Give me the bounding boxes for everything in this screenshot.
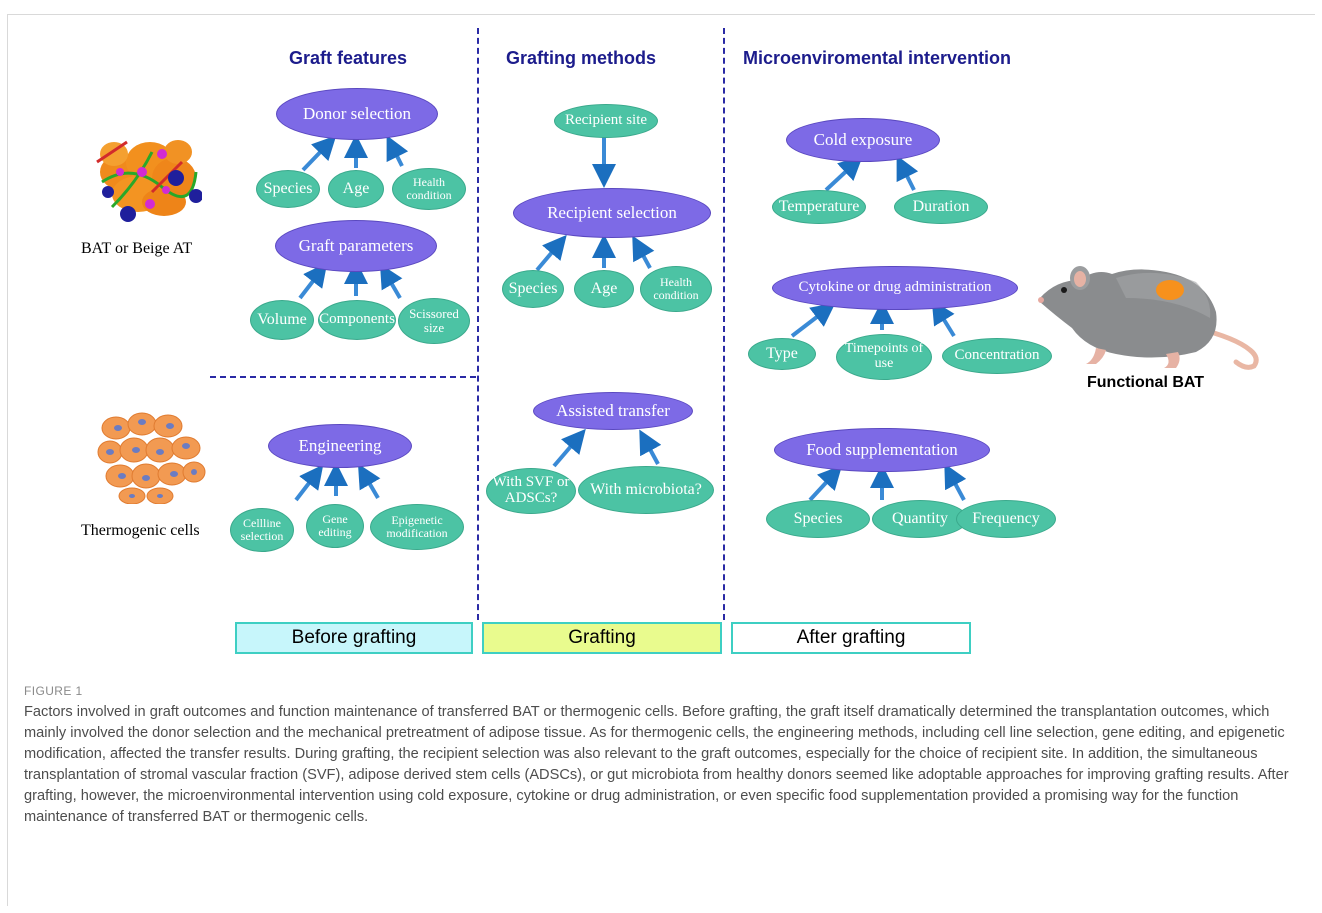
node-quantity: Quantity <box>872 500 968 538</box>
node-duration: Duration <box>894 190 988 224</box>
node-cellline-selection: Cellline selection <box>230 508 294 552</box>
node-scissored-size: Scissored size <box>398 298 470 344</box>
node-graft-parameters: Graft parameters <box>275 220 437 272</box>
node-concentration: Concentration <box>942 338 1052 374</box>
node-engineering: Engineering <box>268 424 412 468</box>
node-type: Type <box>748 338 816 370</box>
node-gene-editing: Gene editing <box>306 504 364 548</box>
node-components: Components <box>318 300 396 340</box>
node-recipient-age: Age <box>574 270 634 308</box>
node-health-condition: Health condition <box>392 168 466 210</box>
node-temperature: Temperature <box>772 190 866 224</box>
node-cold-exposure: Cold exposure <box>786 118 940 162</box>
node-recipient-site: Recipient site <box>554 104 658 138</box>
node-recipient-selection: Recipient selection <box>513 188 711 238</box>
node-timepoints-of-use: Timepoints of use <box>836 334 932 380</box>
figure-label: FIGURE 1 <box>24 684 83 698</box>
figure-caption: Factors involved in graft outcomes and f… <box>24 702 1296 828</box>
node-age: Age <box>328 170 384 208</box>
node-with-microbiota: With microbiota? <box>578 466 714 514</box>
node-volume: Volume <box>250 300 314 340</box>
node-epigenetic-modification: Epigenetic modification <box>370 504 464 550</box>
phase-grafting: Grafting <box>482 622 722 654</box>
arrows-layer <box>0 0 1322 670</box>
node-frequency: Frequency <box>956 500 1056 538</box>
phase-after-grafting: After grafting <box>731 622 971 654</box>
node-recipient-species: Species <box>502 270 564 308</box>
node-food-species: Species <box>766 500 870 538</box>
phase-before-grafting: Before grafting <box>235 622 473 654</box>
figure-diagram: Graft features Grafting methods Microenv… <box>0 0 1322 670</box>
node-donor-selection: Donor selection <box>276 88 438 140</box>
node-cytokine-or-drug-administration: Cytokine or drug administration <box>772 266 1018 310</box>
node-assisted-transfer: Assisted transfer <box>533 392 693 430</box>
node-recipient-health: Health condition <box>640 266 712 312</box>
node-species: Species <box>256 170 320 208</box>
node-with-svf-or-adscs: With SVF or ADSCs? <box>486 468 576 514</box>
node-food-supplementation: Food supplementation <box>774 428 990 472</box>
